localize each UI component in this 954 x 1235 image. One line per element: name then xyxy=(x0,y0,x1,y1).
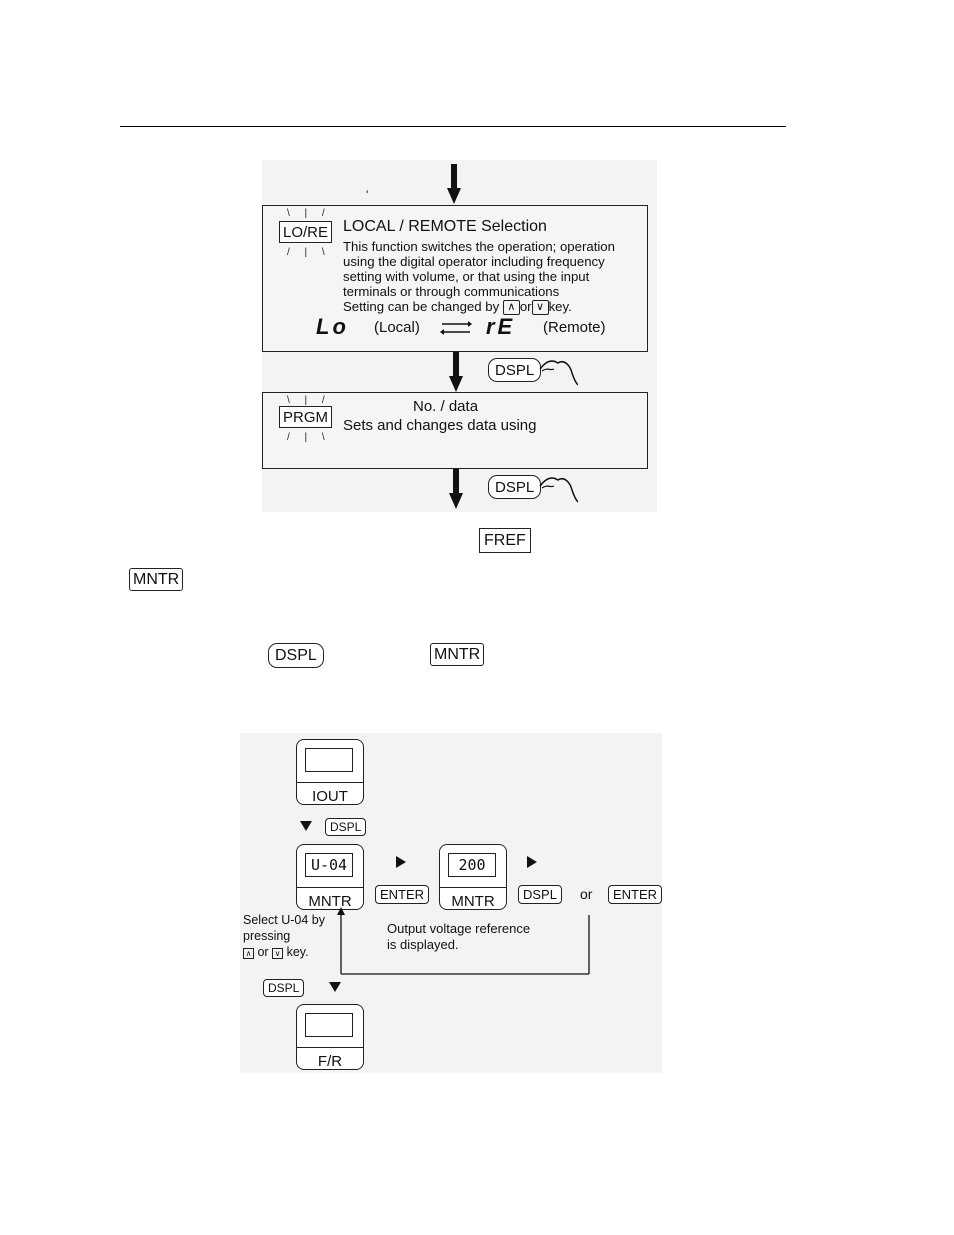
enter-key[interactable]: ENTER xyxy=(375,885,430,904)
right-triangle-icon xyxy=(396,856,406,868)
panel-divider xyxy=(440,887,506,888)
swap-arrows-icon xyxy=(440,321,472,335)
flow-figure-lore-prgm: ' \ | / LO/RE / | \ LOCAL / REMOTE Selec… xyxy=(262,160,657,512)
mntr-key[interactable]: MNTR xyxy=(129,568,184,591)
down-arrow-icon xyxy=(447,164,461,204)
dspl-key[interactable]: DSPL xyxy=(488,475,542,499)
desc-line: terminals or through communications xyxy=(343,284,560,299)
fr-panel: F/R xyxy=(296,1004,364,1070)
dspl-key[interactable]: DSPL xyxy=(488,358,542,382)
stray-mark: ' xyxy=(366,188,369,202)
up-key-icon: ∧ xyxy=(243,948,254,959)
fref-key[interactable]: FREF xyxy=(479,528,531,553)
prgm-box: \ | / PRGM / | \ No. / data Sets and cha… xyxy=(262,392,648,469)
select-key-line: ∧ or ∨ key. xyxy=(243,944,343,960)
output-line: Output voltage reference xyxy=(387,921,531,936)
fr-label: F/R xyxy=(317,1053,343,1070)
select-suffix: key. xyxy=(286,945,309,959)
lore-key[interactable]: LO/RE xyxy=(279,221,333,243)
down-arrow-icon xyxy=(449,352,463,392)
desc-line: setting with volume, or that using the i… xyxy=(343,269,590,284)
down-arrow-icon xyxy=(449,469,463,509)
segment-display xyxy=(305,748,353,772)
mntr-label: MNTR xyxy=(308,893,352,910)
blink-marks-icon: \ | / xyxy=(287,395,331,406)
iout-label: IOUT xyxy=(312,788,348,805)
pressing-hand-icon xyxy=(539,360,578,386)
select-line: Select U-04 by xyxy=(243,913,325,927)
down-triangle-icon xyxy=(300,821,312,831)
remote-segment-display: rE xyxy=(486,314,516,339)
down-key-icon: ∨ xyxy=(531,300,549,316)
dspl-key[interactable]: DSPL xyxy=(263,979,305,997)
header-rule xyxy=(120,126,786,127)
local-label: (Local) xyxy=(374,319,420,336)
blink-marks-icon: / | \ xyxy=(287,432,331,443)
blink-marks-icon: / | \ xyxy=(287,247,331,258)
change-or: or xyxy=(519,299,532,314)
or-text: or xyxy=(580,886,593,902)
mntr-panel: U-04 MNTR xyxy=(296,844,364,910)
dspl-key[interactable]: DSPL xyxy=(518,885,562,904)
monitor-flow-figure: IOUT DSPL U-04 MNTR ENTER 200 MNTR DSPL … xyxy=(240,733,663,1073)
right-triangle-icon xyxy=(527,856,537,868)
mntr-label: MNTR xyxy=(451,893,495,910)
remote-label: (Remote) xyxy=(543,319,606,336)
output-voltage-note: Output voltage reference is displayed. xyxy=(387,921,530,953)
pressing-hand-icon xyxy=(539,477,578,503)
mntr-value-panel: 200 MNTR xyxy=(439,844,507,910)
dspl-key[interactable]: DSPL xyxy=(325,818,367,836)
up-key-icon: ∧ xyxy=(502,300,520,316)
mntr-key[interactable]: MNTR xyxy=(430,643,485,666)
change-prefix: Setting can be changed by xyxy=(343,299,500,314)
select-line: pressing xyxy=(243,929,291,943)
panel-divider xyxy=(297,782,363,783)
change-suffix: key. xyxy=(548,299,572,314)
local-segment-display: Lo xyxy=(316,314,349,339)
desc-line: This function switches the operation; op… xyxy=(343,239,615,254)
blink-marks-icon: \ | / xyxy=(287,208,331,219)
down-triangle-icon xyxy=(329,982,341,992)
prgm-line2: Sets and changes data using xyxy=(343,417,537,434)
change-line: Setting can be changed by ∧or∨key. xyxy=(343,299,643,316)
select-or: or xyxy=(257,945,269,959)
select-instruction: Select U-04 by pressing ∧ or ∨ key. xyxy=(243,912,343,960)
lore-description: This function switches the operation; op… xyxy=(343,239,643,316)
prgm-key[interactable]: PRGM xyxy=(279,406,332,428)
panel-divider xyxy=(297,1047,363,1048)
lore-selection-box: \ | / LO/RE / | \ LOCAL / REMOTE Selecti… xyxy=(262,205,648,352)
lore-title: LOCAL / REMOTE Selection xyxy=(343,218,547,235)
segment-display: U-04 xyxy=(305,853,353,877)
return-loop-arrow-icon xyxy=(337,907,590,975)
segment-display: 200 xyxy=(448,853,496,877)
iout-panel: IOUT xyxy=(296,739,364,805)
segment-display xyxy=(305,1013,353,1037)
enter-key[interactable]: ENTER xyxy=(608,885,663,904)
down-key-icon: ∨ xyxy=(272,948,284,959)
dspl-key[interactable]: DSPL xyxy=(268,643,324,668)
output-line: is displayed. xyxy=(387,937,459,952)
prgm-line1: No. / data xyxy=(413,398,479,415)
panel-divider xyxy=(297,887,363,888)
desc-line: using the digital operator including fre… xyxy=(343,254,605,269)
